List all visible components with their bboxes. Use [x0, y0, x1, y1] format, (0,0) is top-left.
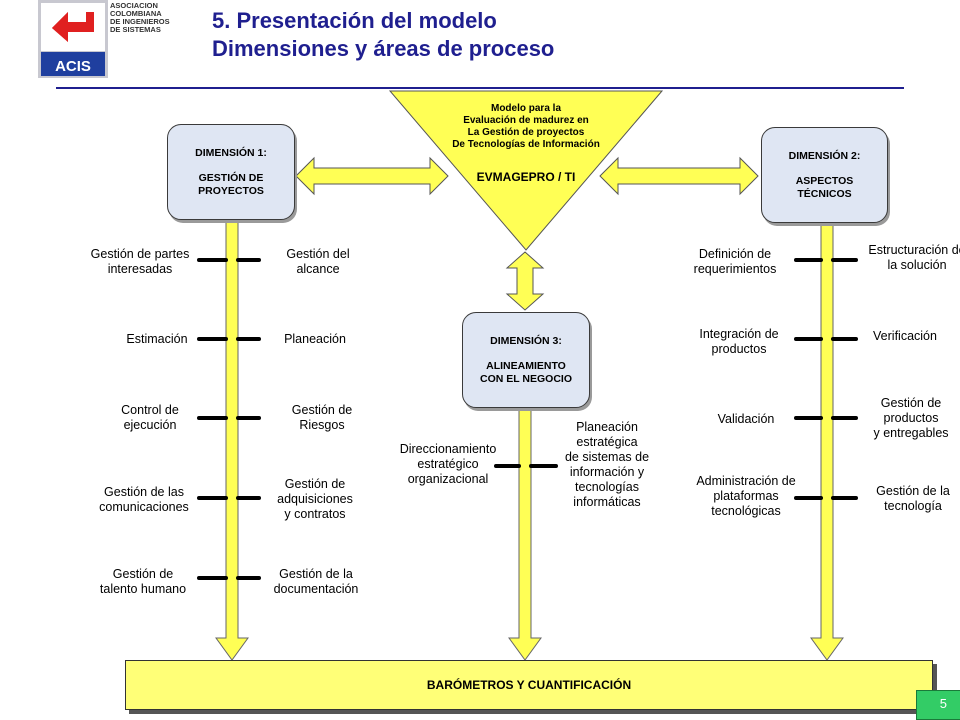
- process-area-label: Direccionamiento estratégico organizacio…: [399, 442, 497, 486]
- model-title-line: La Gestión de proyectos: [467, 127, 585, 138]
- logo-org-line: COLOMBIANA: [110, 9, 162, 18]
- dim1-down-arrow: [215, 219, 249, 661]
- process-area-label: Integración de productos: [699, 327, 779, 356]
- dimension-2-name: TÉCNICOS: [797, 187, 852, 200]
- logo-org-name: ASOCIACION COLOMBIANA DE INGENIEROS DE S…: [110, 2, 170, 34]
- dimension-1-name: GESTIÓN DE: [198, 171, 264, 184]
- dimension-1-box: DIMENSIÓN 1: GESTIÓN DE PROYECTOS: [167, 124, 295, 220]
- process-area-label: Estructuración de la solución: [868, 243, 960, 272]
- barometros-box: BARÓMETROS Y CUANTIFICACIÓN: [125, 660, 933, 710]
- dimension-3-box: DIMENSIÓN 3: ALINEAMIENTO CON EL NEGOCIO: [462, 312, 590, 408]
- process-area-label: Gestión del alcance: [286, 247, 350, 276]
- process-area-label: Gestión de adquisiciones y contratos: [277, 477, 353, 521]
- model-title: Modelo para la Evaluación de madurez en …: [426, 103, 626, 151]
- model-title-line: Modelo para la: [490, 103, 561, 114]
- logo-org-line: DE INGENIEROS: [110, 17, 170, 26]
- page-number-badge: 5: [916, 690, 960, 720]
- page-number: 5: [939, 696, 947, 711]
- process-area-label: Control de ejecución: [121, 403, 179, 432]
- process-area-label: Gestión de talento humano: [99, 567, 187, 596]
- dimension-1-heading: DIMENSIÓN 1:: [195, 146, 267, 159]
- process-area-label: Gestión de Riesgos: [291, 403, 353, 432]
- page-title-line2: Dimensiones y áreas de proceso: [212, 36, 555, 61]
- process-area-label: Planeación estratégica de sistemas de in…: [564, 420, 650, 509]
- dimension-2-box: DIMENSIÓN 2: ASPECTOS TÉCNICOS: [761, 127, 888, 223]
- logo-org-line: ASOCIACION: [110, 1, 158, 10]
- model-title-line: De Tecnologías de Información: [452, 139, 600, 150]
- process-area-label: Estimación: [126, 332, 188, 346]
- dimension-1-name: PROYECTOS: [198, 184, 264, 197]
- model-subtitle: EVMAGEPRO / TI: [476, 170, 576, 184]
- center-dim2-double-arrow: [599, 156, 759, 196]
- dim1-dashes: [197, 258, 261, 580]
- dimension-3-name: ALINEAMIENTO: [486, 359, 566, 372]
- process-area-label: Planeación: [284, 332, 346, 346]
- process-area-label: Gestión de la tecnología: [876, 484, 950, 513]
- dim2-down-arrow: [810, 221, 844, 661]
- page-title-line1: 5. Presentación del modelo: [212, 8, 497, 33]
- process-area-label: Gestión de productos y entregables: [873, 396, 949, 440]
- dimension-2-name: ASPECTOS: [795, 174, 854, 187]
- dim1-center-double-arrow: [295, 156, 449, 196]
- process-area-label: Verificación: [873, 329, 937, 343]
- model-title-line: Evaluación de madurez en: [463, 115, 589, 126]
- process-area-label: Gestión de las comunicaciones: [99, 485, 189, 514]
- logo-text: ACIS: [55, 58, 91, 75]
- logo-mark-icon: ACIS: [38, 0, 108, 78]
- dimension-3-heading: DIMENSIÓN 3:: [490, 334, 562, 347]
- dim3-down-arrow: [508, 404, 542, 661]
- process-area-label: Definición de requerimientos: [693, 247, 777, 276]
- acis-logo: ACIS: [38, 0, 108, 78]
- process-area-label: Gestión de la documentación: [273, 567, 359, 596]
- dimension-2-heading: DIMENSIÓN 2:: [788, 149, 861, 162]
- dimension-3-name: CON EL NEGOCIO: [480, 372, 572, 385]
- model-triangle: [388, 90, 664, 251]
- barometros-label: BARÓMETROS Y CUANTIFICACIÓN: [426, 678, 632, 692]
- process-area-label: Validación: [717, 412, 775, 426]
- logo-org-line: DE SISTEMAS: [110, 25, 161, 34]
- process-area-label: Gestión de partes interesadas: [90, 247, 190, 276]
- center-dim3-double-arrow: [505, 251, 545, 311]
- process-area-label: Administración de plataformas tecnológic…: [696, 474, 796, 518]
- dim2-dashes: [794, 258, 858, 500]
- title-divider: [56, 87, 904, 89]
